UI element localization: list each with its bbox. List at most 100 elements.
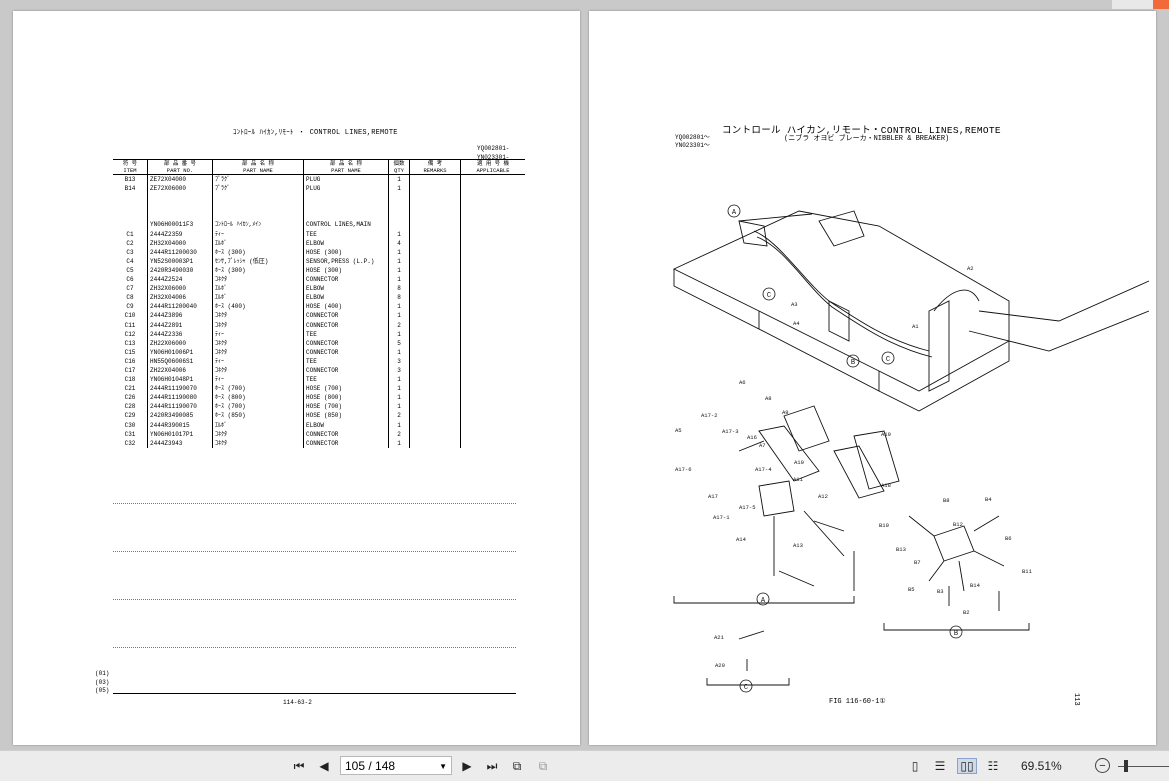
part-callout-label: A7 [759,442,766,449]
last-page-icon[interactable]: ⏭ [486,758,498,773]
cell-part-name-jp: ﾎｰｽ (700) [212,402,304,412]
leader [738,213,813,222]
cell-part-name-jp: ｺﾈｸﾀ [212,275,304,285]
cell-part-no: 2444R11190070 [147,402,213,412]
callout-b-circle [846,354,860,368]
cell-qty: 1 [388,174,410,185]
cell-applicable [460,247,525,257]
cell-qty: 1 [388,302,410,312]
page-bottom-rule [113,693,516,694]
single-page-icon[interactable]: ▯ [911,759,919,773]
zoom-slider-thumb[interactable] [1124,760,1128,772]
cell-part-name: CONNECTOR [303,311,389,321]
part-callout-label: A17-5 [739,504,756,511]
part-callout-label: B11 [1022,568,1033,575]
frame-outline [672,210,1010,392]
cell-applicable [460,420,525,430]
copy-icon[interactable]: ⧉ [538,758,548,773]
cell-part-name-jp: ｺﾈｸﾀ [212,365,304,376]
continuous-icon[interactable]: ☰ [934,759,946,773]
chevron-down-icon[interactable]: ▼ [439,762,447,771]
group-a-text: A [761,597,766,605]
cell-applicable [460,429,525,439]
cell-item: C15 [124,348,136,356]
cell-part-name: HOSE (700) [303,402,389,412]
part-callout-label: A1 [912,323,919,330]
part-callout-label: A21 [714,634,725,641]
cell-remarks [409,347,461,357]
cell-part-name-jp: ｴﾙﾎﾞ [212,293,304,303]
pedal-bracket [833,445,885,499]
cell-part-name-jp: ﾃｨｰ [212,329,304,339]
part-callout-label: A14 [736,536,747,543]
page-number-field[interactable]: 105 / 148 ▼ [340,756,452,775]
cell-part-no: 2444R11200040 [147,302,213,312]
cell-qty [388,220,410,230]
cell-item: B13 [124,176,136,183]
cell-remarks [409,429,461,439]
cell-remarks [409,329,461,339]
manifold-ports [908,515,1005,592]
close-button-strip[interactable] [1153,0,1169,9]
prev-page-icon[interactable]: ◀ [319,759,329,773]
hose-fitting [803,510,845,557]
boom-outline [968,310,1150,352]
diagram-title: コントロール ハイカン,リモート・CONTROL LINES,REMOTE [722,125,1001,136]
cell-part-name: HOSE (700) [303,384,389,394]
cell-qty: 1 [388,311,410,321]
cell-part-no: HN55Q06006S1 [147,356,213,366]
next-page-icon[interactable]: ▶ [462,759,472,773]
zoom-level: 69.51% [1021,759,1062,773]
leader [738,440,765,452]
rotate-icon[interactable]: ⧉ [512,758,522,773]
cell-remarks [409,174,461,185]
cell-part-name-jp: ｺﾈｸﾀ [212,338,304,348]
cell-part-no: 2420R3490085 [147,411,213,421]
cell-applicable [460,275,525,285]
cell-applicable [460,184,525,194]
frame-edge [673,269,760,330]
cell-remarks [409,284,461,294]
cell-part-name: PLUG [303,174,389,185]
zoom-slider[interactable] [1118,760,1169,772]
two-page-icon[interactable]: ▯▯ [957,758,977,774]
cell-remarks [409,356,461,366]
cell-part-name-jp [212,202,304,212]
cell-item: C10 [124,312,136,320]
cell-qty: 1 [388,184,410,194]
cell-part-no: 2420R3490030 [147,265,213,276]
cell-remarks [409,265,461,276]
part-callout-label: B8 [943,497,950,504]
cell-applicable [460,174,525,185]
parts-list-title: ｺﾝﾄﾛｰﾙ ﾊｲｶﾝ,ﾘﾓｰﾄ ・ CONTROL LINES,REMOTE [233,129,398,137]
group-label-b [949,625,963,639]
cell-part-no: ZH32X04006 [147,293,213,303]
cell-qty: 3 [388,365,410,376]
cell-applicable [460,238,525,248]
spread-icon[interactable]: ☷ [987,759,999,773]
cell-part-name-jp: ﾎｰｽ (300) [212,247,304,257]
cell-applicable [460,384,525,394]
cell-item: C9 [126,303,134,311]
group-bracket-c [706,678,790,686]
callout-c-text: C [767,292,771,300]
part-callout-label: A12 [818,493,828,500]
cell-part-name: ELBOW [303,238,389,248]
zoom-out-icon[interactable]: − [1095,758,1110,773]
part-callout-label: A20 [715,662,725,669]
group-b-text: B [954,630,958,638]
toolbar-strip [1112,0,1169,9]
cell-qty: 2 [388,320,410,330]
cell-applicable [460,311,525,321]
cell-remarks [409,420,461,430]
cell-qty: 4 [388,238,410,248]
part-callout-label: A17-6 [675,466,692,473]
first-page-icon[interactable]: ⏮ [293,758,305,773]
cell-part-name: CONNECTOR [303,338,389,348]
cell-part-no: 2444Z2359 [147,229,213,239]
